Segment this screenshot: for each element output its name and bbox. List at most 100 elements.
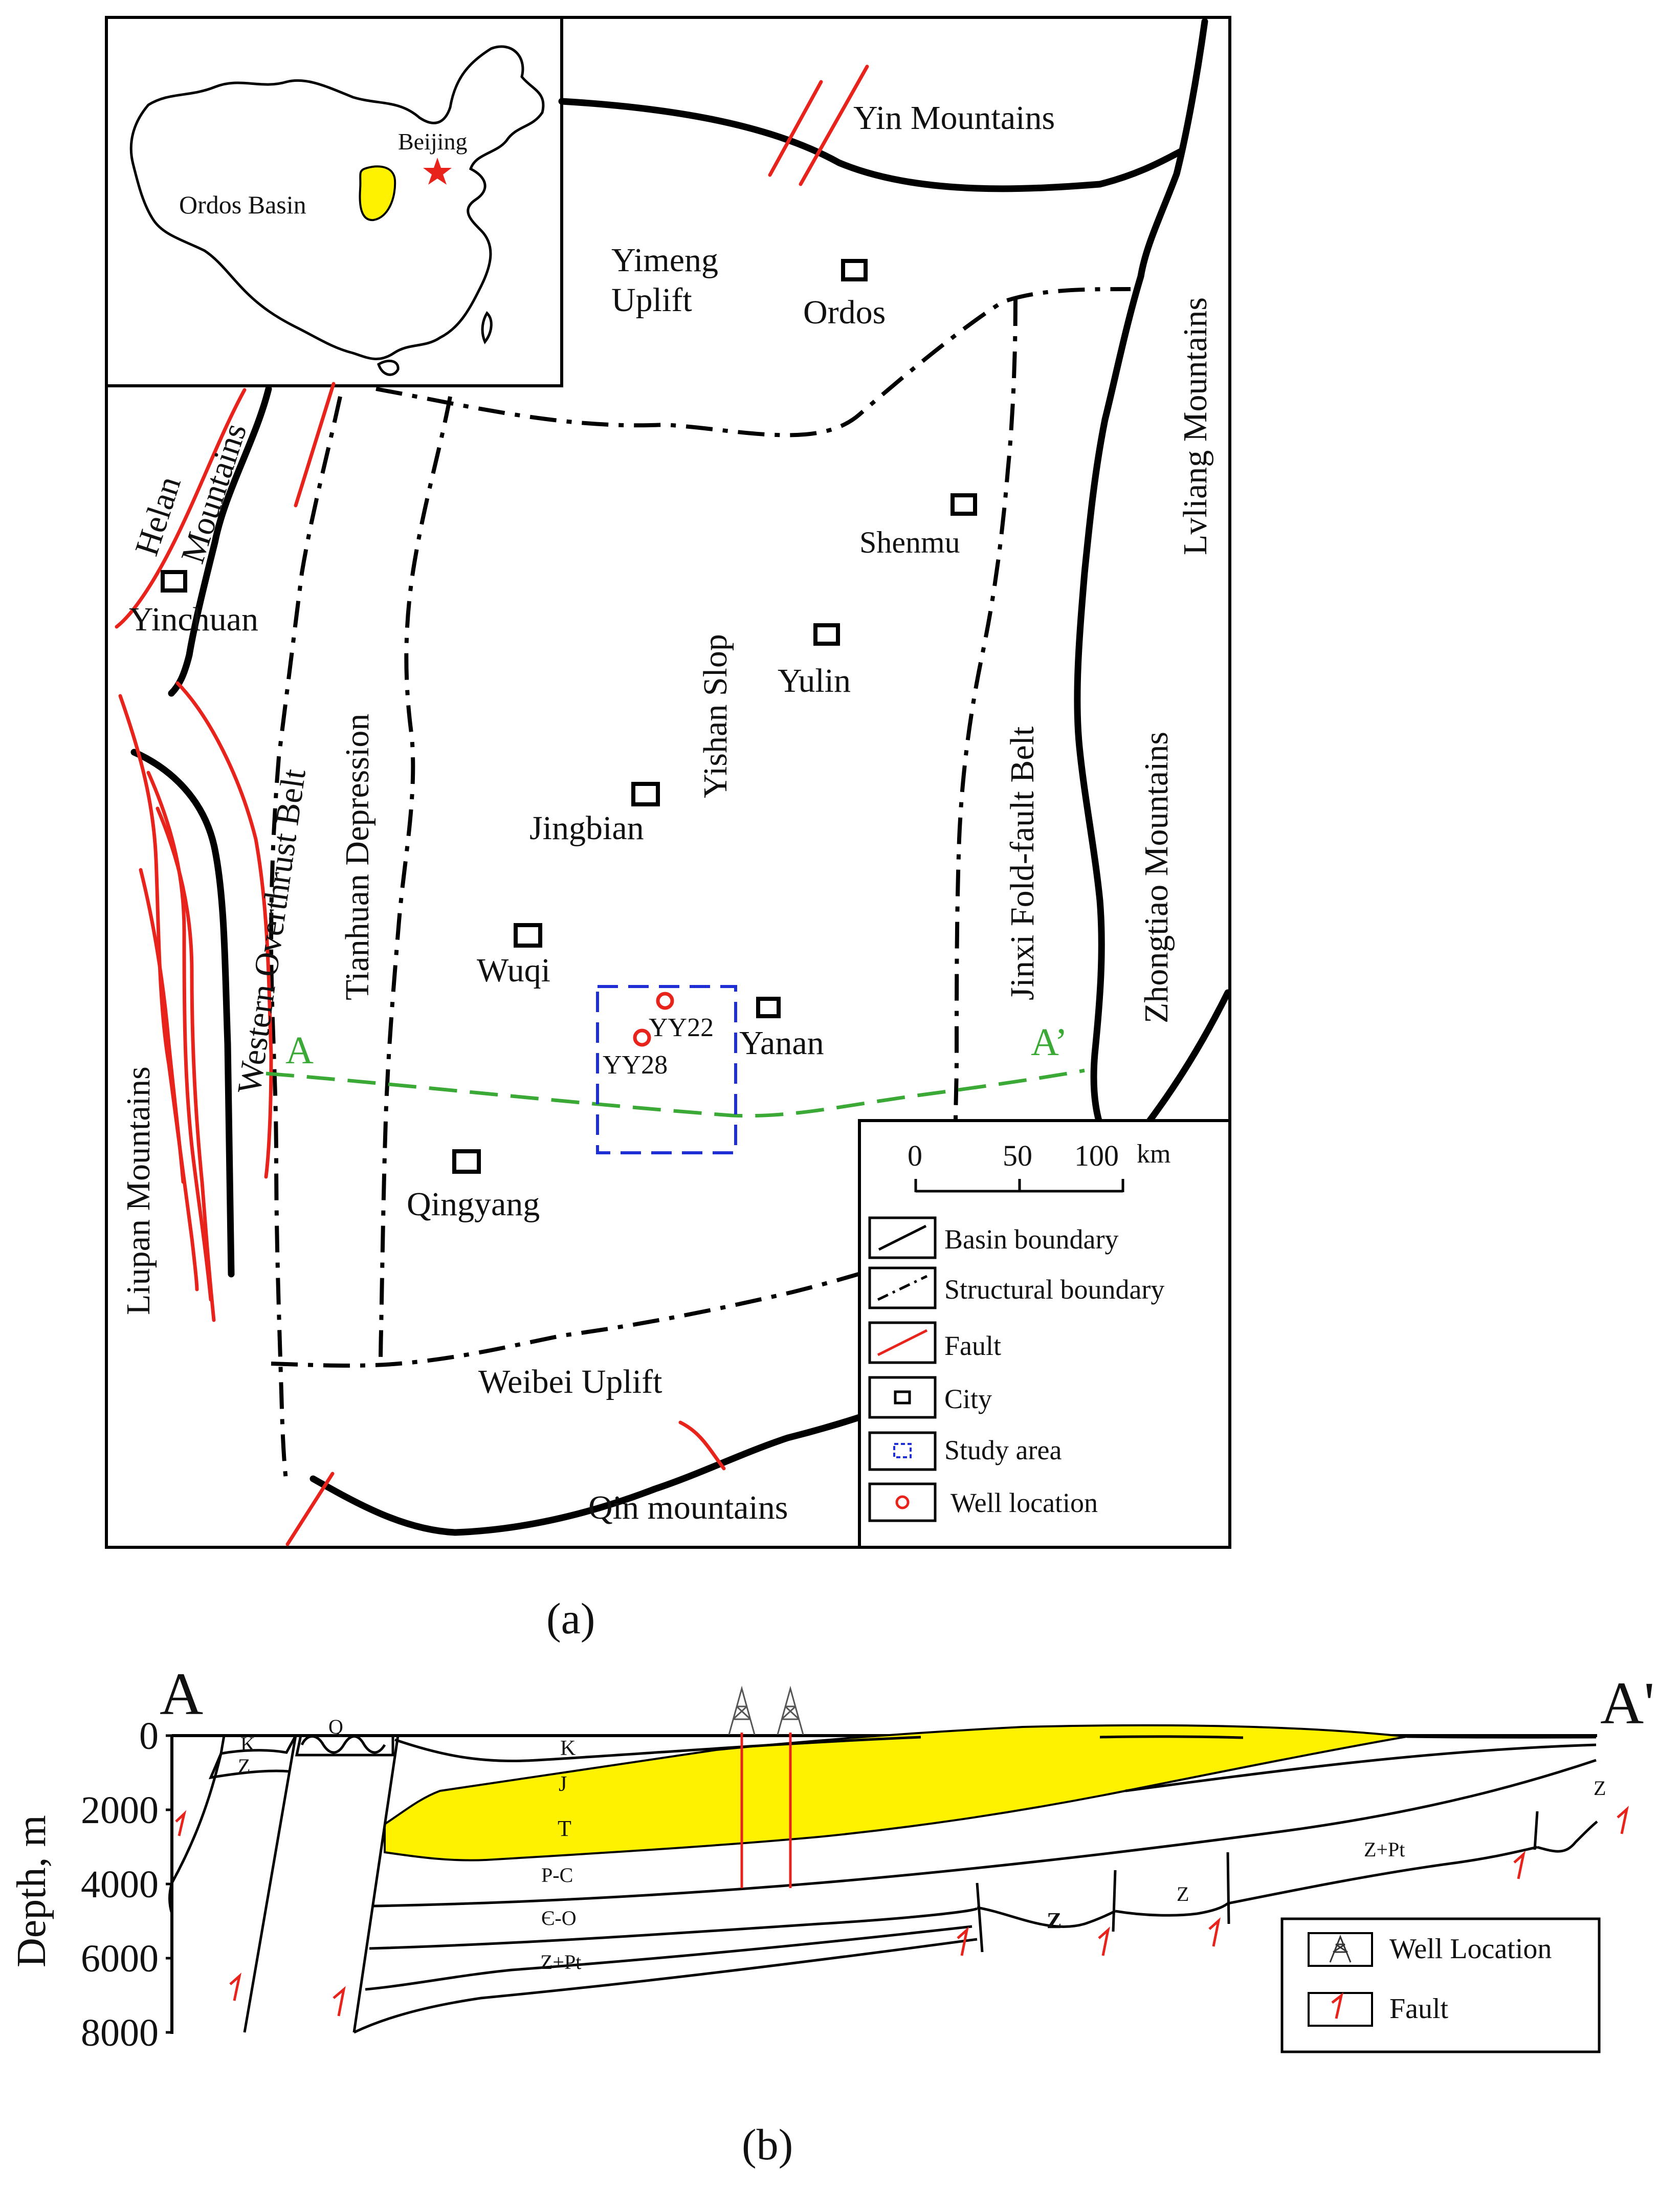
fault-symbol-5: [1098, 1926, 1110, 1956]
strata-z-pt-right-base: [1227, 1846, 1538, 1905]
well-marker-yy28: [633, 1028, 651, 1047]
scale-bar: 0 50 100 km: [908, 1139, 1170, 1193]
formation-label-t: T: [558, 1816, 571, 1841]
hainan-island: [377, 359, 400, 376]
fault-symbol-6: [1208, 1917, 1221, 1947]
basin-boundary-west-2: [130, 749, 235, 1278]
section-end-left: A: [160, 1660, 203, 1727]
scale-label-0: 0: [908, 1139, 922, 1172]
depth-tick-label: 8000: [81, 2011, 159, 2054]
fault-plane-5: [1226, 1852, 1230, 1924]
label-yimeng-2: Uplift: [611, 281, 692, 319]
faults: [115, 64, 869, 1546]
legend-swatch-box: [868, 1431, 937, 1471]
section-end-right: A': [1600, 1670, 1654, 1737]
section-start-label: A: [285, 1029, 314, 1072]
city-label-ordos: Ordos: [803, 294, 886, 331]
strata-t-base-ext: [1125, 1743, 1597, 1792]
depth-tick-label: 4000: [81, 1863, 159, 1906]
map-legend: 0 50 100 km Basin boundary Structural bo…: [858, 1119, 1231, 1549]
panel-b-section: A A' 0 2000 4000 6000 8000 Depth, m: [9, 1660, 1654, 2169]
legend-label: Well Location: [1389, 1933, 1552, 1965]
section-line-aa: [266, 1068, 1085, 1118]
section-end-label: A’: [1031, 1021, 1068, 1064]
fault-symbol-1: [175, 1810, 187, 1836]
basin-boundary-north: [558, 98, 1185, 192]
struct-yimeng-south: [375, 287, 1131, 437]
legend-fault-icon: [877, 1329, 928, 1356]
fault-liupan-3: [156, 806, 216, 1322]
well-label-yy22: YY22: [649, 1013, 714, 1042]
derrick-icon: [777, 1685, 804, 1735]
legend-row-well-location: Well location: [868, 1482, 1098, 1522]
strata-pc-base: [373, 1759, 1597, 1908]
fault-plane-3: [976, 1882, 984, 1953]
formation-label-co: Є-O: [541, 1907, 577, 1930]
city-label-yanan: Yanan: [739, 1024, 824, 1062]
city-icon-ordos: [841, 259, 868, 281]
label-qin-mountains: Qin mountains: [588, 1489, 788, 1526]
legend-row-basin-boundary: Basin boundary: [868, 1216, 1118, 1259]
strata-right-z: [1537, 1821, 1598, 1853]
wells-section: [728, 1685, 804, 1888]
ordos-basin-shape: [359, 165, 396, 222]
legend-row-city: City: [868, 1376, 992, 1419]
fault-western-1: [175, 681, 273, 1179]
fault-planes: [243, 1735, 1539, 2033]
fault-helan: [115, 388, 247, 629]
formation-label-z-mid2: Z: [1177, 1882, 1189, 1905]
legend-row-study-area: Study area: [868, 1431, 1062, 1471]
label-liupan-mountains: Liupan Mountains: [120, 1066, 157, 1315]
fault-symbol-3: [333, 1986, 346, 2017]
formation-label-q: Q: [328, 1715, 343, 1738]
panel-b-caption: (b): [742, 2120, 793, 2169]
fault-yin-2: [799, 64, 869, 186]
basin-boundary-south: [310, 1409, 878, 1536]
formation-labels: Q K Z K J T P-C Є-O Z+Pt Z Z Z+Pt Z: [238, 1715, 1606, 1974]
city-label-yulin: Yulin: [778, 662, 851, 699]
inset-capital-label: Beijing: [398, 128, 467, 155]
formation-label-zpt-left: Z+Pt: [540, 1951, 581, 1974]
derrick-icon: [728, 1685, 756, 1735]
map-frame: [105, 16, 1231, 1549]
formation-label-z-left: Z: [238, 1755, 250, 1778]
city-labels: Ordos Shenmu Yinchuan Yulin Jingbian Wuq…: [129, 294, 960, 1223]
basin-boundaries: [130, 18, 1231, 1536]
legend-label: Fault: [1389, 1993, 1449, 2025]
fault-symbol-4: [957, 1926, 969, 1956]
scale-label-100: 100: [1074, 1139, 1119, 1172]
strata-mid-block-2: [1115, 1902, 1229, 1917]
label-tianhuan-depression: Tianhuan Depression: [339, 714, 376, 1000]
strata-q-base: [295, 1735, 394, 1757]
fault-plane-2: [352, 1735, 400, 2033]
label-weibei-uplift: Weibei Uplift: [478, 1363, 662, 1400]
scale-unit: km: [1137, 1140, 1170, 1169]
legend-label: Fault: [944, 1330, 1001, 1361]
panel-a-map: Ordos Basin Beijing: [105, 16, 1231, 1643]
fault-helan-2: [294, 382, 336, 508]
city-icon-shenmu: [950, 493, 977, 516]
fault-qin-west: [285, 1472, 335, 1546]
legend-label: Basin boundary: [944, 1224, 1118, 1255]
study-area-box: [596, 985, 737, 1154]
strata-deep-left: [168, 1882, 173, 1914]
legend-swatch-box: [1308, 1932, 1373, 1967]
legend-row-structural-boundary: Structural boundary: [868, 1266, 1164, 1309]
legend-fault-icon: [1331, 1992, 1343, 2019]
legend-structural-boundary-icon: [877, 1275, 928, 1301]
fault-symbol-2: [229, 1973, 241, 2001]
formation-label-k: K: [560, 1737, 576, 1760]
struct-weibei-north: [271, 1246, 937, 1368]
formation-label-zpt-right: Z+Pt: [1364, 1838, 1405, 1861]
fault-liupan-1: [118, 694, 199, 1291]
formation-label-k-left: K: [240, 1733, 255, 1756]
city-label-yinchuan: Yinchuan: [129, 601, 258, 638]
fault-symbol-7: [1513, 1851, 1526, 1879]
fault-qin-east: [678, 1420, 726, 1471]
depth-axis-label: Depth, m: [9, 1815, 54, 1967]
fault-symbol-8: [1617, 1806, 1629, 1834]
china-outline: [129, 45, 545, 361]
struct-western-east: [269, 396, 342, 1484]
structural-boundaries: [269, 287, 1131, 1484]
struct-jinxi-west: [954, 299, 1018, 1121]
